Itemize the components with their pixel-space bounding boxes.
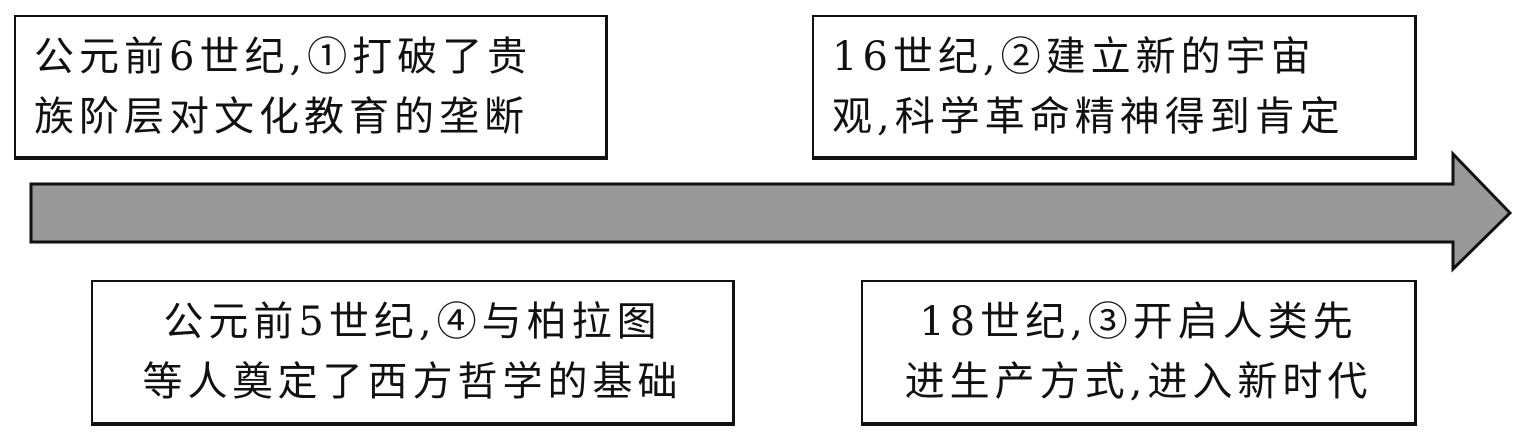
event-text-line: 等人奠定了西方哲学的基础	[142, 359, 683, 405]
event-text-line: 18世纪,③开启人类先	[919, 299, 1358, 345]
event-text-line: 16世纪,②建立新的宇宙	[832, 33, 1316, 80]
event-text-line: 公元前5世纪,④与柏拉图	[163, 299, 662, 345]
event-box-6th-century-bc: 公元前6世纪,①打破了贵 族阶层对文化教育的垄断	[14, 15, 608, 160]
event-text-line: 公元前6世纪,①打破了贵	[34, 33, 533, 80]
event-text-line: 族阶层对文化教育的垄断	[34, 93, 529, 140]
event-box-18th-century: 18世纪,③开启人类先 进生产方式,进入新时代	[861, 280, 1417, 426]
event-box-5th-century-bc: 公元前5世纪,④与柏拉图 等人奠定了西方哲学的基础	[91, 280, 735, 426]
event-box-16th-century: 16世纪,②建立新的宇宙 观,科学革命精神得到肯定	[812, 15, 1417, 160]
event-text-line: 观,科学革命精神得到肯定	[832, 93, 1345, 140]
event-text-line: 进生产方式,进入新时代	[904, 359, 1373, 405]
